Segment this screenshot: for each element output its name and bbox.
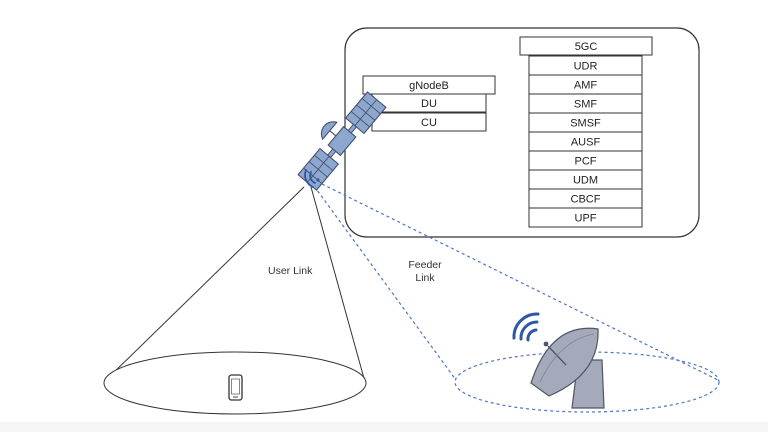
solar-panel-upper bbox=[344, 91, 387, 135]
gnodeb-item-cu: CU bbox=[421, 117, 437, 129]
bottom-band bbox=[0, 422, 768, 432]
feeder-link-right-edge bbox=[321, 183, 719, 381]
satellite-icon bbox=[297, 91, 387, 191]
user-link-label: User Link bbox=[268, 265, 313, 277]
network-container bbox=[344, 27, 700, 238]
feeder-link-left-edge bbox=[313, 185, 457, 381]
core-item-pcf: PCF bbox=[575, 156, 597, 168]
gnodeb-stack: gNodeB DU CU bbox=[362, 75, 496, 132]
satellite-dish bbox=[320, 121, 338, 141]
core-item-smsf: SMSF bbox=[570, 118, 601, 130]
cone-right-edge bbox=[310, 186, 366, 383]
core-item-amf: AMF bbox=[574, 80, 598, 92]
cone-left-edge bbox=[105, 186, 305, 381]
ground-signal-icon bbox=[512, 312, 540, 342]
core-item-ausf: AUSF bbox=[571, 137, 601, 149]
core-item-upf: UPF bbox=[575, 213, 597, 225]
gnodeb-item-du: DU bbox=[421, 98, 437, 110]
feeder-link-label-line1: Feeder bbox=[408, 259, 442, 271]
core-stack: 5GC UDR AMF SMF SMSF AUSF PCF UDM CBCF UPF bbox=[519, 36, 653, 228]
core-items: UDR AMF SMF SMSF AUSF PCF UDM CBCF UPF bbox=[528, 55, 643, 228]
core-item-udr: UDR bbox=[574, 61, 598, 73]
mobile-phone-icon bbox=[228, 374, 243, 401]
core-item-box-8 bbox=[528, 207, 643, 228]
core-item-udm: UDM bbox=[573, 175, 598, 187]
core-item-smf: SMF bbox=[574, 99, 598, 111]
gnodeb-title: gNodeB bbox=[409, 80, 449, 92]
ground-station-dish-icon bbox=[530, 327, 605, 409]
core-title-box bbox=[519, 36, 653, 56]
core-title: 5GC bbox=[575, 41, 598, 53]
satellite-signal-icon bbox=[304, 169, 320, 188]
core-item-cbcf: CBCF bbox=[571, 194, 601, 206]
feeder-link-label-line2: Link bbox=[415, 272, 435, 284]
